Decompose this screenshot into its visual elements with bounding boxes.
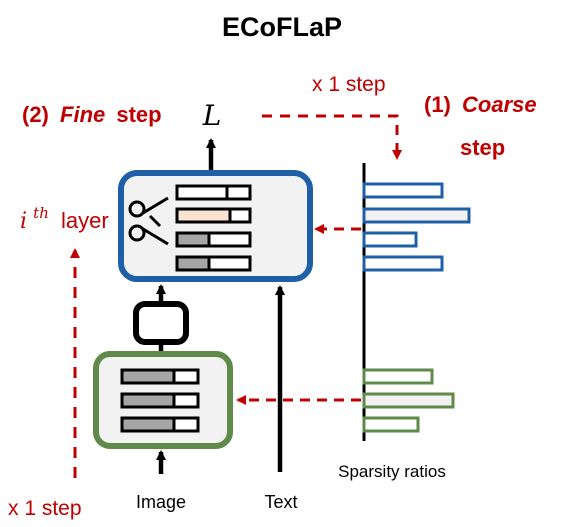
scissors-icon — [128, 196, 169, 246]
sparsity-bar — [362, 182, 444, 199]
coarse-step-suffix: step — [460, 135, 505, 160]
language-sparsity-bars — [362, 182, 471, 272]
text-label: Text — [264, 492, 297, 512]
top-x1-step-label: x 1 step — [312, 73, 386, 96]
bottom-x1-step-label: x 1 step — [8, 497, 82, 520]
fine-step-label: (2) Fine step — [22, 102, 162, 127]
sparsity-bar — [362, 416, 420, 433]
lm-layer-1-fill — [175, 184, 229, 201]
layer-th: th — [33, 204, 49, 222]
vision-sparsity-bars — [362, 368, 455, 433]
sparsity-ratios-label: Sparsity ratios — [338, 462, 446, 481]
ith-layer-label: i th layer — [20, 198, 109, 234]
coarse-step-label: (1) Coarse — [424, 92, 537, 117]
connector-module — [133, 301, 189, 345]
fine-step-num: (2) — [22, 102, 49, 127]
lm-layer-3-fill — [175, 231, 211, 248]
layer-word: layer — [61, 208, 109, 233]
coarse-step-num: (1) — [424, 92, 451, 117]
diagram-title: ECoFLaP — [222, 12, 342, 42]
vision-model-layers — [120, 368, 200, 433]
coarse-step-arrow — [262, 114, 402, 160]
sparsity-bar — [362, 392, 455, 409]
sparsity-bar — [362, 255, 444, 272]
coarse-step-word: Coarse — [462, 92, 537, 117]
fine-step-suffix: step — [116, 102, 161, 127]
language-model-layers — [175, 184, 252, 272]
sparsity-bar — [362, 207, 471, 224]
vm-layer-3-fill — [120, 416, 176, 433]
lm-layer-4-fill — [175, 255, 211, 272]
vm-layer-2-fill — [120, 392, 176, 409]
image-label: Image — [136, 492, 186, 512]
fine-step-word: Fine — [60, 102, 105, 127]
vm-layer-1-fill — [120, 368, 176, 385]
layer-i: i — [20, 209, 27, 234]
sparsity-bar — [362, 368, 434, 385]
sparsity-bar — [362, 231, 418, 248]
lm-layer-2-fill — [175, 207, 232, 224]
loss-symbol: L — [202, 99, 222, 132]
